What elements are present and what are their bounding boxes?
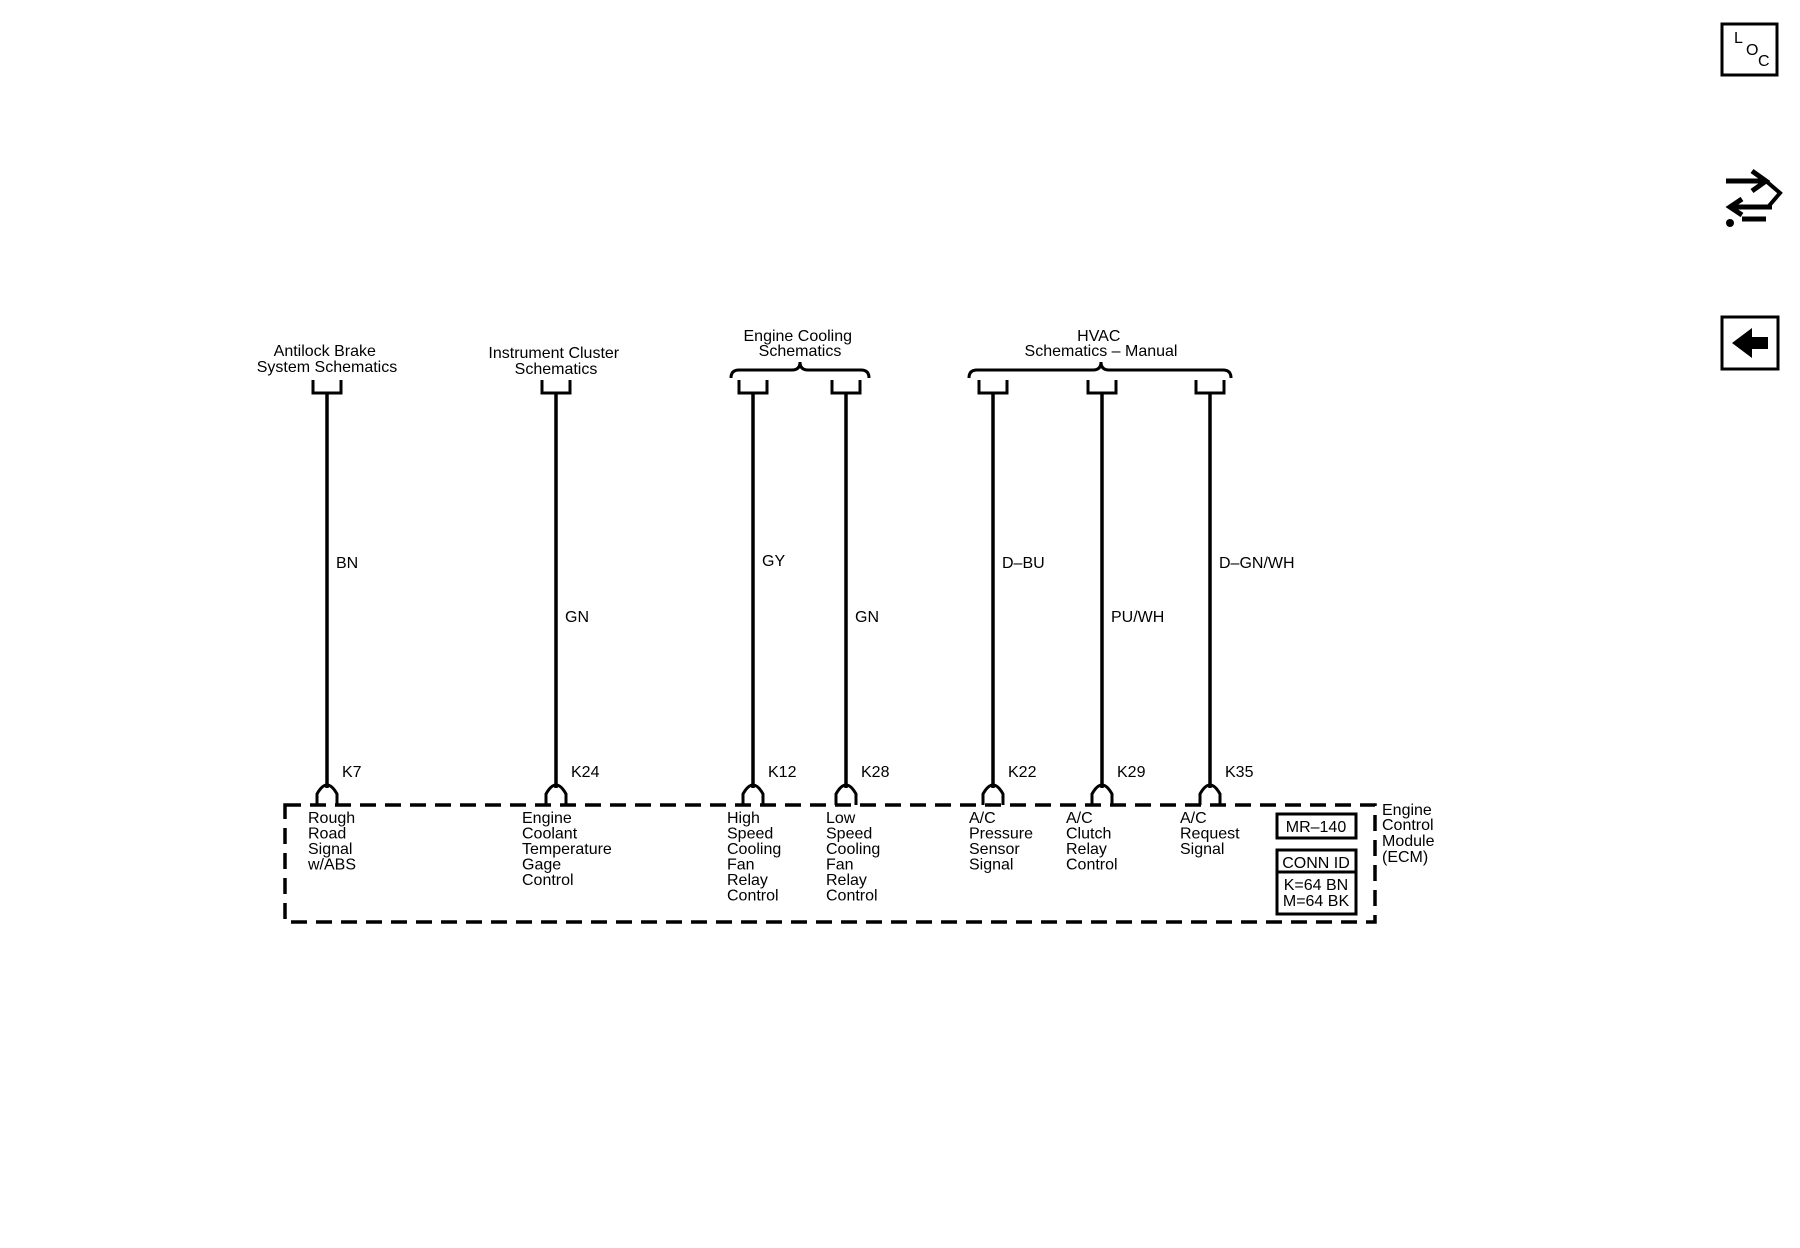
connector-terminal-icon	[311, 380, 343, 395]
location-button[interactable]: L O C	[1720, 22, 1779, 77]
module-name: Engine Control Module (ECM)	[1382, 802, 1439, 866]
ref-label-abs[interactable]: Antilock Brake System Schematics	[257, 343, 397, 376]
pin-label: K12	[768, 764, 797, 781]
loc-letter-o: O	[1746, 42, 1758, 59]
wire-color-label: D–BU	[1002, 555, 1045, 572]
wire-color-label: PU/WH	[1111, 609, 1164, 626]
conn-id-label: CONN ID	[1282, 855, 1350, 872]
back-button[interactable]	[1720, 315, 1780, 371]
wire-color-label: GY	[762, 553, 785, 570]
wire-color-label: GN	[565, 609, 589, 626]
loc-letter-c: C	[1758, 53, 1770, 70]
connector-terminal-icon	[977, 380, 1009, 395]
pin-terminal-icon	[1090, 783, 1114, 805]
brace-hvac	[967, 361, 1233, 379]
ref-label-instrument-cluster[interactable]: Instrument Cluster Schematics	[488, 345, 623, 378]
wire-color-label: D–GN/WH	[1219, 555, 1295, 572]
pin-label: K29	[1117, 764, 1146, 781]
loc-letter-l: L	[1734, 30, 1743, 47]
pin-terminal-icon	[1198, 783, 1222, 805]
ref-code-box[interactable]: MR–140	[1275, 812, 1358, 840]
ecm-boundary	[283, 803, 1377, 924]
left-arrow-icon	[1732, 328, 1768, 358]
connector-terminal-icon	[1194, 380, 1226, 395]
pin-label: K7	[342, 764, 362, 781]
ref-label-hvac[interactable]: HVAC Schematics – Manual	[1025, 328, 1178, 360]
conn-id-k: K=64 BN	[1284, 877, 1348, 894]
pin-terminal-icon	[315, 783, 339, 805]
pin-terminal-icon	[741, 783, 765, 805]
connector-terminal-icon	[1086, 380, 1118, 395]
connector-terminal-icon	[540, 380, 572, 395]
connector-view-button[interactable]	[1725, 168, 1783, 227]
pin-terminal-icon	[544, 783, 568, 805]
wire-color-label: BN	[336, 555, 358, 572]
brace-engine-cooling	[729, 361, 871, 379]
pin-label: K35	[1225, 764, 1254, 781]
pin-terminal-icon	[834, 783, 858, 805]
ref-code: MR–140	[1286, 819, 1347, 836]
wire-color-label: GN	[855, 609, 879, 626]
connector-arrows-icon	[1725, 168, 1783, 227]
ref-label-engine-cooling[interactable]: Engine Cooling Schematics	[744, 328, 857, 360]
pin-label: K22	[1008, 764, 1037, 781]
conn-id-m: M=64 BK	[1283, 893, 1350, 910]
pin-label: K28	[861, 764, 890, 781]
connector-terminal-icon	[830, 380, 862, 395]
connector-terminal-icon	[737, 380, 769, 395]
conn-id-box[interactable]: CONN ID K=64 BN M=64 BK	[1275, 848, 1358, 916]
pin-terminal-icon	[981, 783, 1005, 805]
pin-label: K24	[571, 764, 600, 781]
